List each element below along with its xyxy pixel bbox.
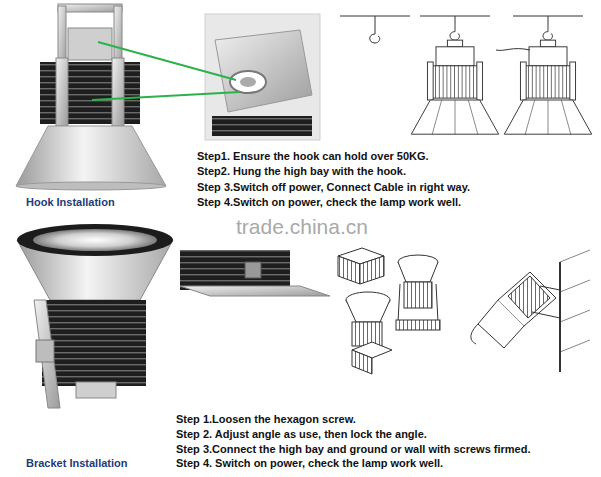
- label-anchor: Step 4. Switch on power, check the lamp …: [176, 457, 443, 470]
- step-text: Step2. Hung the high bay with the hook.: [197, 165, 406, 178]
- step-text: Step 3.Connect the high bay and ground o…: [176, 443, 531, 456]
- label-anchor: Step 2. Adjust angle as use, then lock t…: [176, 428, 427, 441]
- step-text: Step 4. Switch on power, check the lamp …: [176, 457, 443, 470]
- label-anchor: Hook Installation: [26, 196, 115, 209]
- watermark: trade.china.cn: [236, 214, 368, 239]
- step-text: Step1. Ensure the hook can hold over 50K…: [197, 150, 429, 163]
- label-anchor: Step 3.Connect the high bay and ground o…: [176, 443, 531, 456]
- label-anchor: Step2. Hung the high bay with the hook.: [197, 165, 406, 178]
- label-anchor: Step 3.Switch off power, Connect Cable i…: [197, 181, 470, 194]
- label-anchor: Step1. Ensure the hook can hold over 50K…: [197, 150, 429, 163]
- section-title: Hook Installation: [26, 196, 115, 209]
- step-text: Step 2. Adjust angle as use, then lock t…: [176, 428, 427, 441]
- label-anchor: Step 4.Switch on power, check the lamp w…: [197, 196, 461, 209]
- label-anchor: Step 1.Loosen the hexagon screw.: [176, 413, 356, 426]
- step-text: Step 4.Switch on power, check the lamp w…: [197, 196, 461, 209]
- step-text: Step 1.Loosen the hexagon screw.: [176, 413, 356, 426]
- label-anchor: Bracket Installation: [26, 457, 127, 470]
- section-title: Bracket Installation: [26, 457, 127, 470]
- label-anchor: trade.china.cn: [236, 214, 368, 239]
- step-text: Step 3.Switch off power, Connect Cable i…: [197, 181, 470, 194]
